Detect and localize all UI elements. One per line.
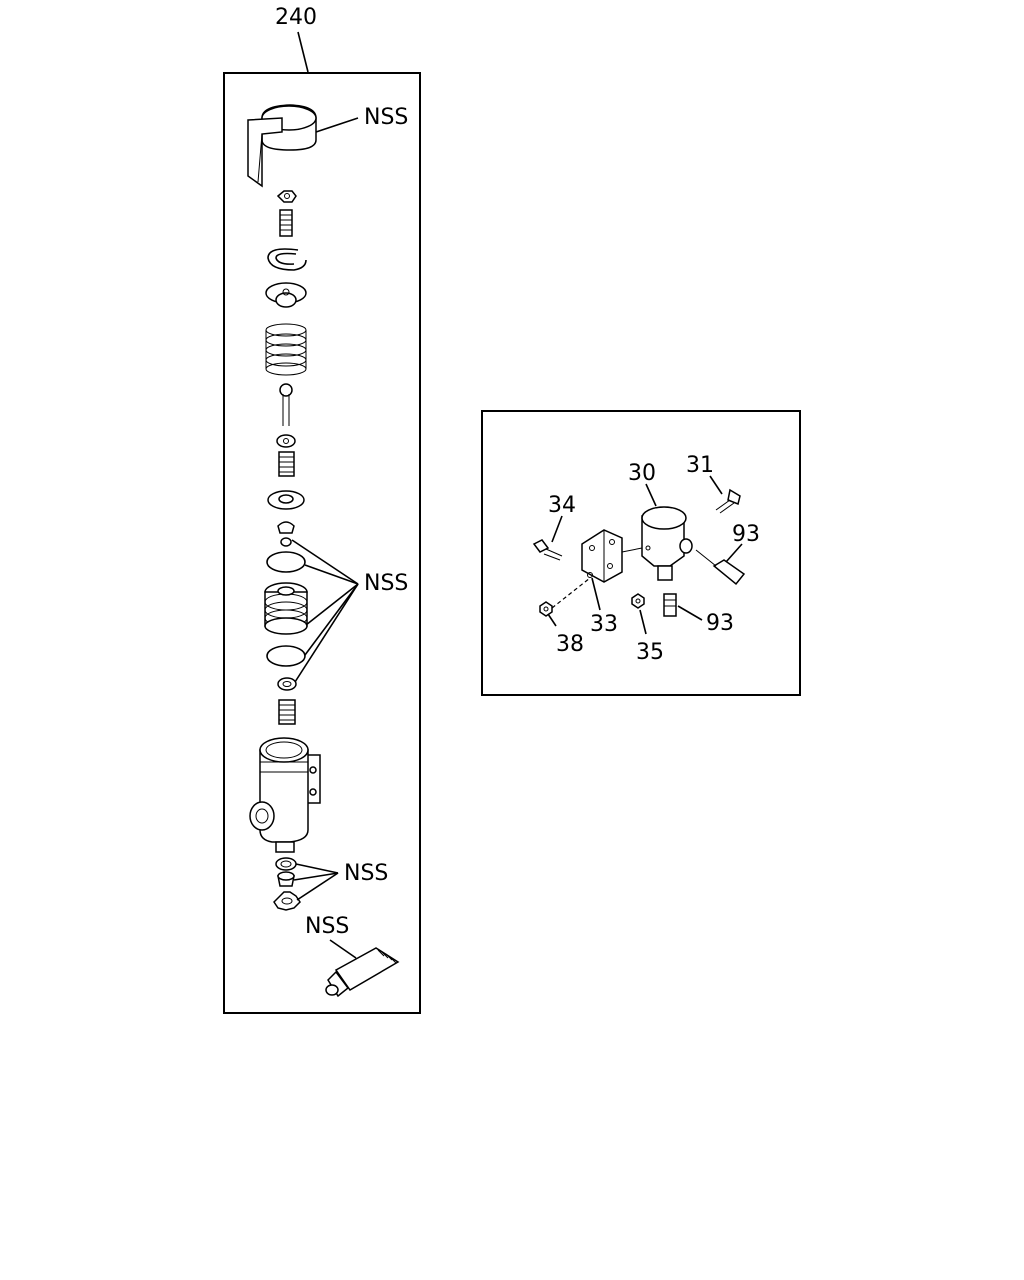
leader-nss-cover [315,117,359,133]
push-rod-part [279,383,293,426]
detail-frame [481,410,801,696]
callout-nss-bottom: NSS [344,861,388,886]
return-spring-part [278,699,296,725]
callout-nss-cover: NSS [364,105,408,130]
leader-nss-seals [291,539,359,683]
label-33: 33 [590,612,618,637]
nut-part-35 [631,593,645,609]
snap-ring-part [267,248,307,271]
valve-part [277,521,295,534]
small-washer-part [276,434,296,448]
grease-tube-part [325,947,400,998]
label-31: 31 [686,453,714,478]
callout-nss-seals: NSS [364,571,408,596]
assembly-frame [223,72,421,1014]
leader-nss-bottom [293,863,339,901]
valve-body-part [249,737,321,853]
large-oring-upper-part [266,551,306,573]
label-30: 30 [628,461,656,486]
detail-view-group: 30 31 34 93 93 33 38 35 [481,410,801,696]
fitting-part-93-upper [695,549,746,586]
leader-nss-tube [329,939,357,959]
large-oring-lower-part [266,645,306,667]
assembly-leader-line [297,31,309,73]
adjust-screw-part [279,209,293,237]
assembly-240-group: 240 NSS [223,5,421,1014]
small-oring-part [280,537,292,547]
cover-cap-part [247,104,317,188]
small-ring-part [277,677,297,691]
label-34: 34 [548,493,576,518]
label-93-lower: 93 [706,611,734,636]
bolt-part-34 [532,539,563,561]
body-part-30 [621,506,693,581]
detail-leader-lines [547,475,743,635]
spring-seat-part [265,282,307,308]
label-93-upper: 93 [732,522,760,547]
filter-screen-part [275,857,297,871]
label-38: 38 [556,632,584,657]
callout-nss-tube: NSS [305,914,349,939]
assembly-label: 240 [275,5,317,30]
bolt-part-31 [715,488,741,514]
main-spring-part [265,323,307,376]
check-valve-part [277,871,295,887]
piston-part [264,582,308,635]
bracket-part-33 [581,529,623,583]
small-spring-part [278,451,295,477]
fitting-part-93-lower [663,593,677,617]
valve-seat-part [267,490,305,510]
label-35: 35 [636,640,664,665]
nut-part-38 [539,601,553,617]
toothed-washer-part [273,891,301,911]
nut-part [276,190,297,203]
